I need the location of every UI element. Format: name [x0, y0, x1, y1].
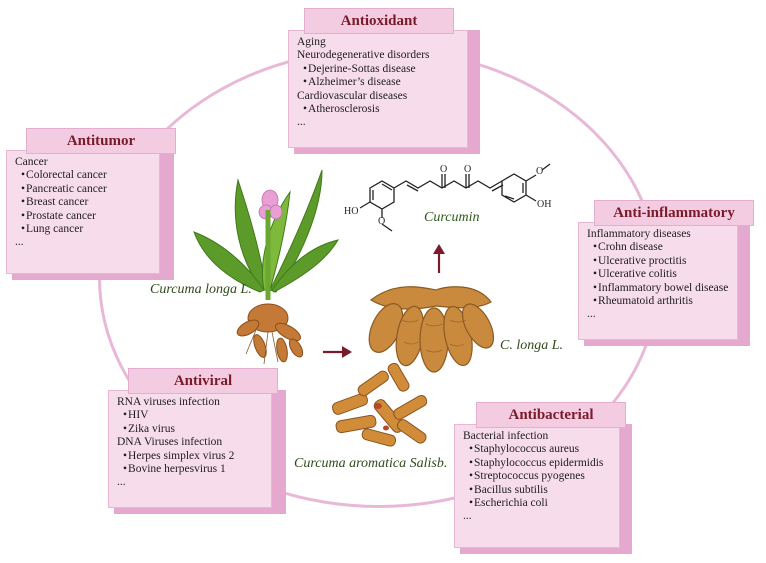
box-line: ... [463, 510, 472, 523]
box-line: Breast cancer [15, 196, 151, 209]
box-line: Neurodegenerative disorders [297, 49, 430, 62]
box-title: Antiviral [128, 368, 278, 394]
box-line: Escherichia coli [463, 497, 611, 510]
curcumin-structure: O O HO O OH O [344, 163, 551, 232]
box-title: Antitumor [26, 128, 176, 154]
box-line: Atherosclerosis [297, 103, 459, 116]
box-line: Colorectal cancer [15, 169, 151, 182]
box-line: ... [297, 116, 306, 129]
rhizome-illustration [368, 286, 495, 373]
box-line: ... [15, 236, 24, 249]
box-line: Staphylococcus aureus [463, 443, 611, 456]
box-line: ... [587, 308, 596, 321]
arrow-up-icon [433, 244, 445, 273]
box-side [270, 390, 286, 508]
box-face: Bacterial infection Staphylococcus aureu… [454, 424, 620, 548]
box-line: Prostate cancer [15, 210, 151, 223]
box-title: Antibacterial [476, 402, 626, 428]
box-line: Streptococcus pyogenes [463, 470, 611, 483]
box-line: Bacterial infection [463, 430, 549, 442]
box-line: Inflammatory diseases [587, 228, 691, 240]
oh-label: OH [537, 199, 551, 210]
box-line: Cancer [15, 156, 48, 168]
aromatica-pieces-illustration [331, 362, 428, 447]
box-line: Crohn disease [587, 241, 729, 254]
box-title: Antioxidant [304, 8, 454, 34]
box-line: ... [117, 476, 126, 489]
ho-label: HO [344, 206, 358, 217]
box-line: Bacillus subtilis [463, 484, 611, 497]
box-line: Alzheimer’s disease [297, 76, 459, 89]
methoxy-o-left: O [378, 216, 385, 227]
box-line: Cardiovascular diseases [297, 89, 408, 102]
box-side [158, 150, 174, 274]
ketone-o-right: O [464, 164, 471, 175]
box-bottom [114, 506, 286, 514]
box-face: Inflammatory diseases Crohn disease Ulce… [578, 222, 738, 340]
box-side [466, 30, 480, 148]
box-line: Herpes simplex virus 2 [117, 450, 263, 463]
methoxy-o-right: O [536, 166, 543, 177]
box-bottom [460, 546, 632, 554]
box-face: RNA viruses infection HIV Zika virus DNA… [108, 390, 272, 508]
box-line: Rheumatoid arthritis [587, 295, 729, 308]
box-line: Lung cancer [15, 223, 151, 236]
box-line: Dejerine-Sottas disease [297, 63, 459, 76]
box-title: Anti-inflammatory [594, 200, 754, 226]
ketone-o-left: O [440, 164, 447, 175]
box-line: Bovine herpesvirus 1 [117, 463, 263, 476]
box-line: HIV [117, 409, 263, 422]
curcuma-longa-label: Curcuma longa L. [150, 282, 252, 297]
box-bottom [12, 272, 174, 280]
c-longa-label: C. longa L. [500, 338, 564, 353]
box-line: Staphylococcus epidermidis [463, 457, 611, 470]
box-bottom [294, 146, 480, 154]
turmeric-plant-illustration [193, 169, 340, 365]
box-side [736, 222, 750, 340]
box-side [618, 424, 632, 548]
box-face: Aging Neurodegenerative disorders Dejeri… [288, 30, 468, 148]
box-line: DNA Viruses infection [117, 436, 223, 449]
box-bottom [584, 338, 750, 346]
box-line: Pancreatic cancer [15, 183, 151, 196]
box-line: Aging [297, 36, 326, 48]
box-line: Ulcerative proctitis [587, 255, 729, 268]
box-line: Inflammatory bowel disease [587, 282, 729, 295]
curcuma-aromatica-label: Curcuma aromatica Salisb. [294, 456, 448, 471]
arrow-right-icon [323, 346, 352, 358]
box-face: Cancer Colorectal cancer Pancreatic canc… [6, 150, 160, 274]
box-line: RNA viruses infection [117, 396, 220, 408]
box-line: Zika virus [117, 423, 263, 436]
box-line: Ulcerative colitis [587, 268, 729, 281]
curcumin-label: Curcumin [424, 210, 480, 225]
